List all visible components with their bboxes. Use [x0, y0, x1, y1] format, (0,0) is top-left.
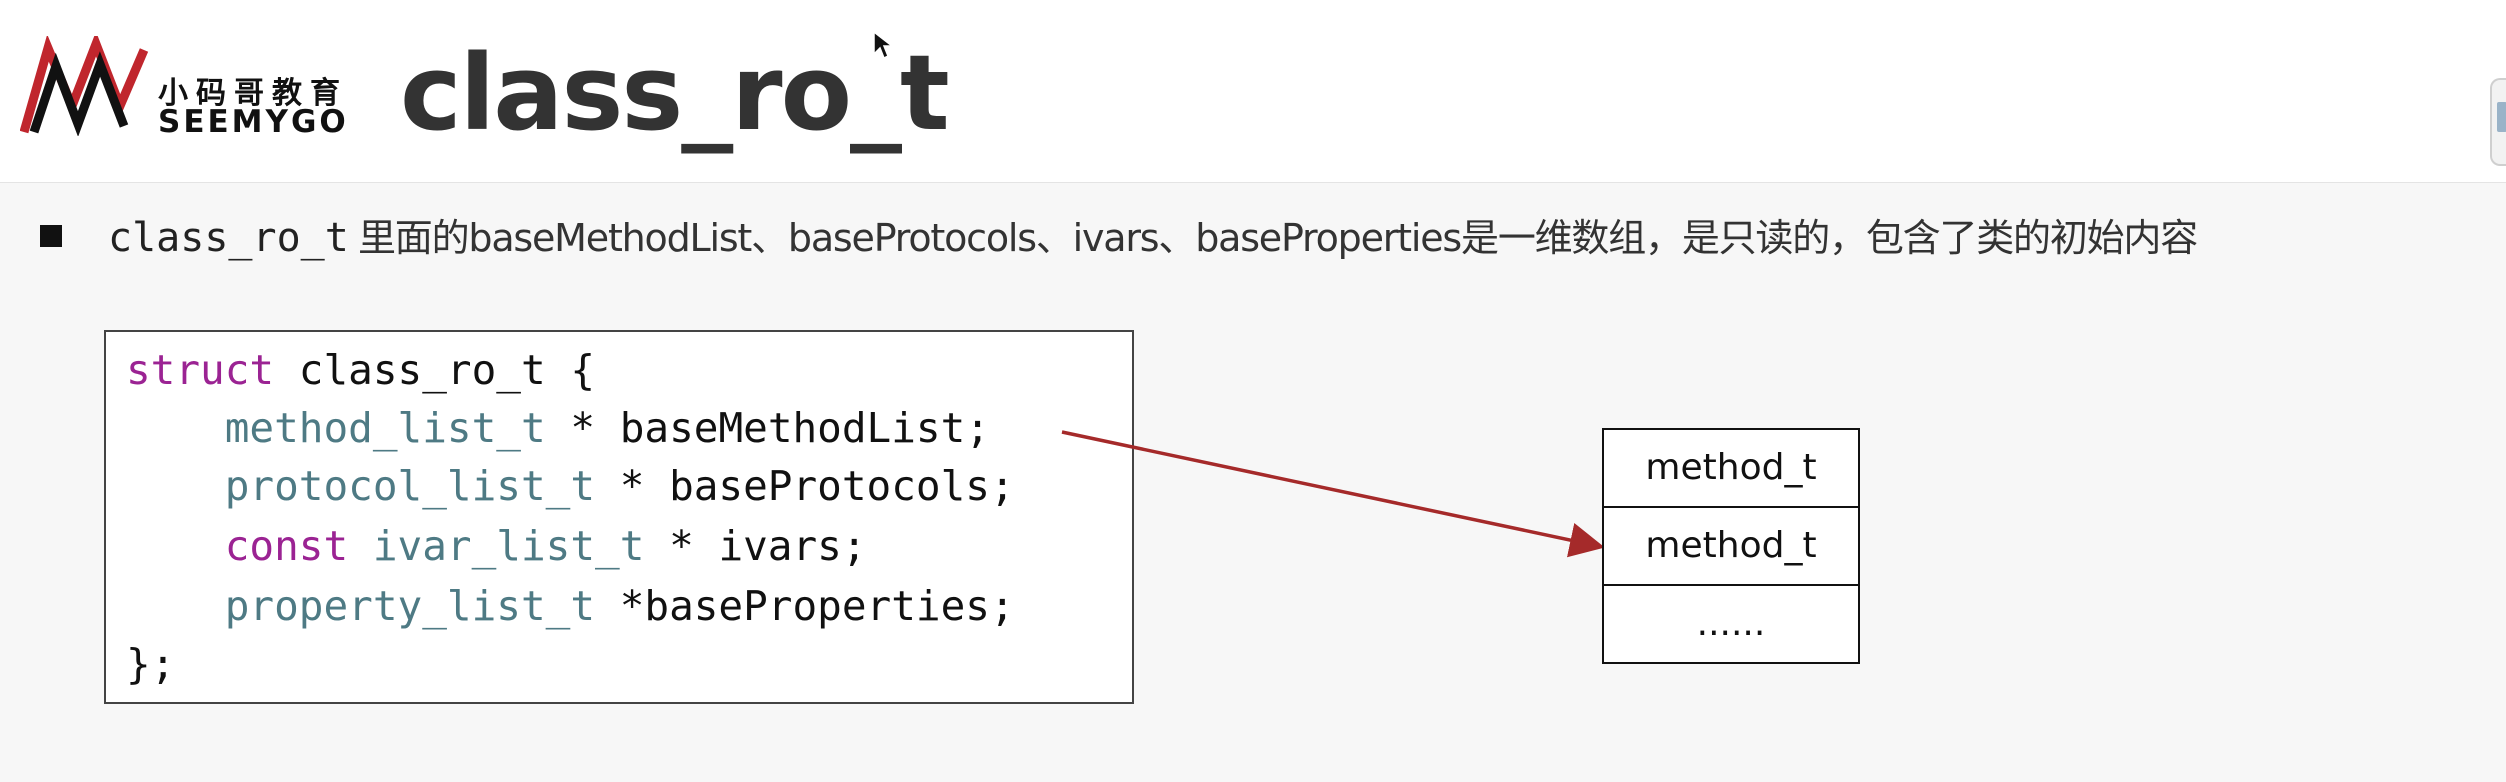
code-line-5: property_list_t *baseProperties; [224, 582, 1015, 630]
code-keyword: struct [126, 346, 275, 394]
slide-header: 小码哥教育 SEEMYGO class_ro_t [0, 0, 2506, 183]
code-line-2: method_list_t * baseMethodList; [224, 404, 990, 452]
code-line-4: const ivar_list_t * ivars; [224, 522, 867, 570]
bullet-square-icon [40, 225, 62, 247]
bullet-description: 里面的baseMethodList、baseProtocols、ivars、ba… [358, 216, 2198, 260]
code-type: protocol_list_t [224, 462, 596, 510]
method-cell: method_t [1604, 508, 1858, 586]
code-line-1: struct class_ro_t { [126, 346, 596, 394]
code-type: method_list_t [224, 404, 546, 452]
logo-english-text: SEEMYGO [158, 104, 349, 140]
mouse-cursor-icon [873, 30, 894, 60]
code-type: ivar_list_t [372, 522, 645, 570]
logo-chinese-text: 小码哥教育 [158, 76, 348, 111]
method-cell: method_t [1604, 430, 1858, 508]
logo-mark-icon [20, 36, 149, 136]
method-array-diagram: method_t method_t ...... [1602, 428, 1860, 664]
side-panel-icon [2497, 102, 2506, 132]
seemygo-logo: 小码哥教育 SEEMYGO [20, 36, 350, 144]
code-type: property_list_t [224, 582, 596, 630]
struct-code-block: struct class_ro_t { method_list_t * base… [104, 330, 1134, 704]
ellipsis-cell: ...... [1696, 603, 1766, 644]
code-keyword: const [224, 522, 349, 570]
code-line-3: protocol_list_t * baseProtocols; [224, 462, 1015, 510]
side-panel-tab[interactable] [2490, 78, 2506, 166]
slide-title: class_ro_t [400, 32, 950, 154]
bullet-code-term: class_ro_t [108, 215, 349, 261]
code-line-6: }; [126, 640, 176, 688]
